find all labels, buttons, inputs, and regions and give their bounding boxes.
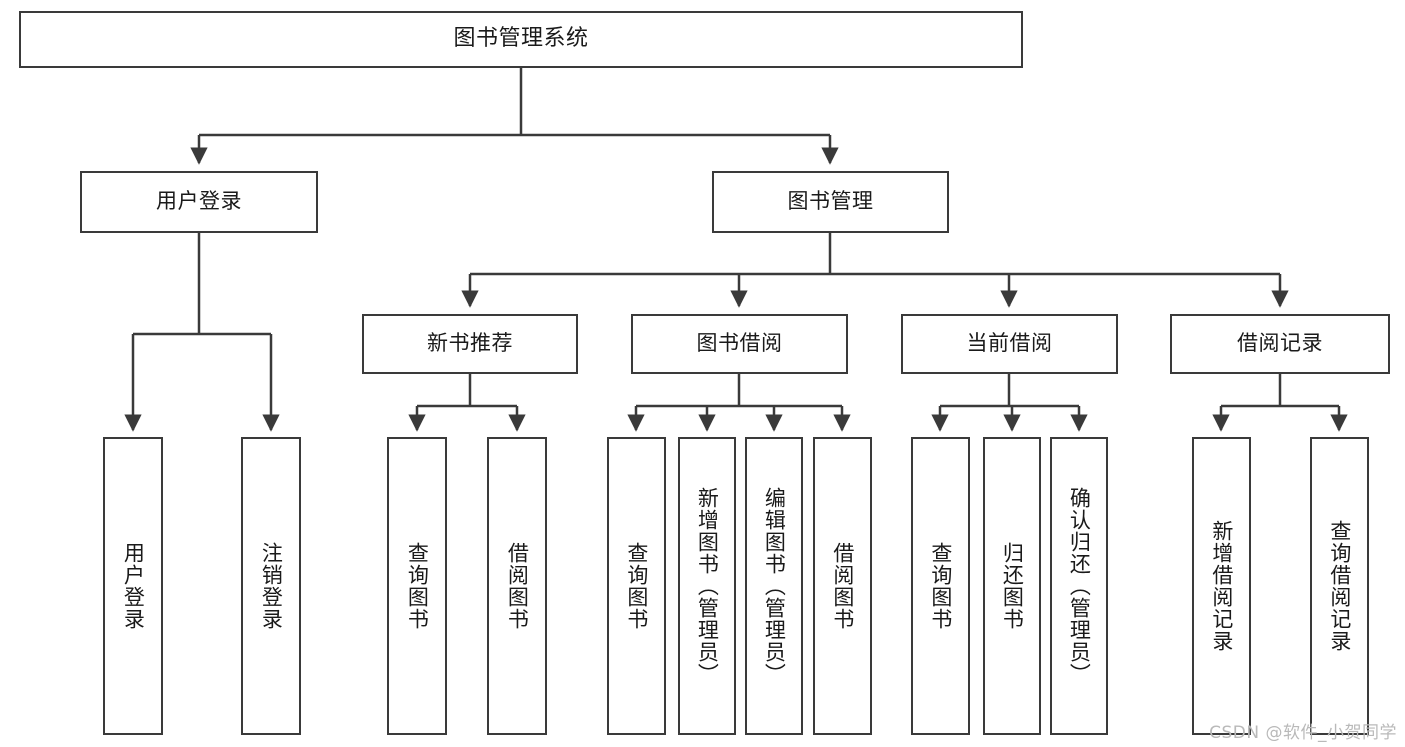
- node-new-book-recommendation[interactable]: 新书推荐: [362, 314, 578, 374]
- node-label: 确认归还（管理员）: [1067, 487, 1092, 685]
- node-leaf-query-book-new-book[interactable]: 查询图书: [387, 437, 447, 735]
- node-leaf-query-book-borrow[interactable]: 查询图书: [607, 437, 666, 735]
- node-leaf-edit-book-admin[interactable]: 编辑图书（管理员）: [745, 437, 803, 735]
- node-label: 新增借阅记录: [1209, 520, 1234, 652]
- node-label: 借阅图书: [505, 542, 530, 630]
- node-leaf-add-book-admin[interactable]: 新增图书（管理员）: [678, 437, 736, 735]
- node-label: 查询借阅记录: [1327, 520, 1352, 652]
- node-label: 新书推荐: [427, 331, 513, 356]
- node-label: 注销登录: [259, 542, 284, 630]
- node-user-login[interactable]: 用户登录: [80, 171, 318, 233]
- node-current-borrow[interactable]: 当前借阅: [901, 314, 1118, 374]
- node-label: 图书管理: [787, 189, 874, 214]
- node-leaf-query-borrow-record[interactable]: 查询借阅记录: [1310, 437, 1369, 735]
- node-label: 编辑图书（管理员）: [762, 487, 787, 685]
- watermark: CSDN @软件_小贺同学: [1209, 723, 1397, 743]
- node-label: 查询图书: [624, 542, 649, 630]
- node-label: 借阅记录: [1237, 331, 1323, 356]
- node-label: 借阅图书: [830, 542, 855, 630]
- node-leaf-logout[interactable]: 注销登录: [241, 437, 301, 735]
- node-leaf-query-book-current[interactable]: 查询图书: [911, 437, 970, 735]
- node-leaf-add-borrow-record[interactable]: 新增借阅记录: [1192, 437, 1251, 735]
- node-leaf-return-book[interactable]: 归还图书: [983, 437, 1041, 735]
- node-label: 用户登录: [121, 542, 146, 630]
- node-root-book-management-system[interactable]: 图书管理系统: [19, 11, 1023, 68]
- node-leaf-borrow-book-borrow[interactable]: 借阅图书: [813, 437, 872, 735]
- node-label: 用户登录: [156, 189, 242, 214]
- node-leaf-borrow-book-new-book[interactable]: 借阅图书: [487, 437, 547, 735]
- node-label: 新增图书（管理员）: [695, 487, 720, 685]
- node-book-management[interactable]: 图书管理: [712, 171, 949, 233]
- node-leaf-confirm-return-admin[interactable]: 确认归还（管理员）: [1050, 437, 1108, 735]
- node-book-borrow[interactable]: 图书借阅: [631, 314, 848, 374]
- node-leaf-user-login[interactable]: 用户登录: [103, 437, 163, 735]
- node-label: 图书管理系统: [453, 26, 589, 52]
- node-label: 当前借阅: [966, 331, 1053, 356]
- node-label: 图书借阅: [696, 331, 783, 356]
- node-label: 查询图书: [928, 542, 953, 630]
- node-borrow-record[interactable]: 借阅记录: [1170, 314, 1390, 374]
- node-label: 归还图书: [1000, 542, 1025, 630]
- node-label: 查询图书: [405, 542, 430, 630]
